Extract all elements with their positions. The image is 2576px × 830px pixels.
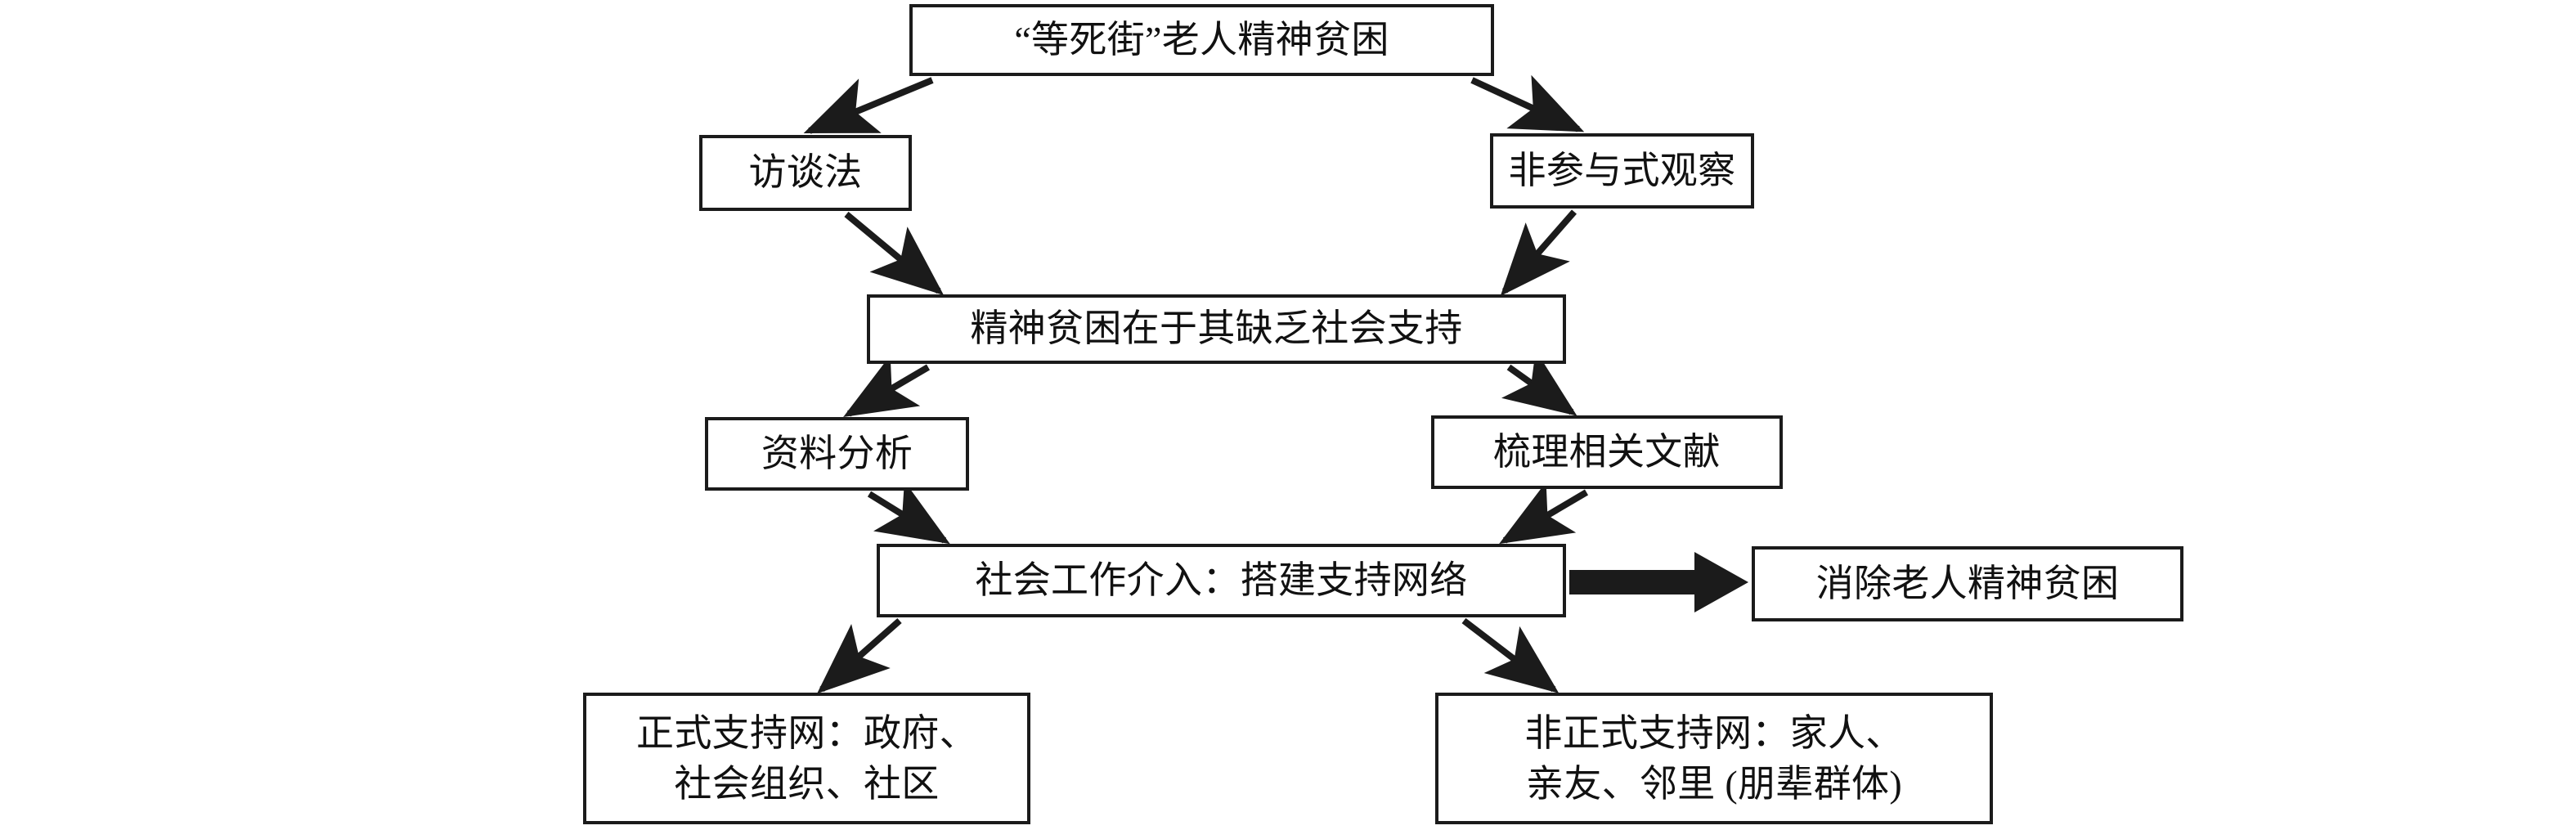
social-work-intervention-box-label: 社会工作介入：搭建支持网络	[975, 559, 1468, 601]
formal-support-network-box-label: 正式支持网：政府、 社会组织、社区	[636, 711, 977, 805]
outcome-box-label: 消除老人精神贫困	[1815, 562, 2120, 604]
data-analysis-box-label: 资料分析	[761, 432, 913, 474]
formal-support-network-box[interactable]: 正式支持网：政府、 社会组织、社区	[583, 693, 1030, 824]
edge-intervention-to-formal	[817, 618, 902, 694]
problem-box[interactable]: “等死街”老人精神贫困	[909, 4, 1494, 76]
edge-interview-to-finding	[844, 211, 945, 296]
edge-analysis-to-intervention	[867, 481, 950, 545]
edge-observation-to-finding	[1500, 209, 1577, 297]
outcome-box[interactable]: 消除老人精神贫困	[1752, 546, 2183, 621]
finding-box-label: 精神贫困在于其缺乏社会支持	[970, 307, 1463, 350]
edge-problem-to-interview	[803, 77, 934, 134]
edge-intervention-to-informal	[1461, 617, 1560, 693]
nonparticipant-observation-box[interactable]: 非参与式观察	[1490, 133, 1754, 209]
edge-finding-to-literature	[1501, 350, 1577, 416]
literature-review-box[interactable]: 梳理相关文献	[1431, 415, 1783, 489]
informal-support-network-box-label: 非正式支持网：家人、 亲友、邻里 (朋辈群体)	[1524, 711, 1904, 805]
finding-box[interactable]: 精神贫困在于其缺乏社会支持	[867, 294, 1566, 364]
problem-box-label: “等死街”老人精神贫困	[1014, 18, 1389, 61]
interview-method-box[interactable]: 访谈法	[699, 135, 912, 211]
edge-problem-to-observation	[1470, 74, 1585, 132]
literature-review-box-label: 梳理相关文献	[1493, 430, 1721, 473]
nonparticipant-observation-box-label: 非参与式观察	[1508, 149, 1736, 191]
edge-finding-to-analysis	[843, 355, 931, 418]
social-work-intervention-box[interactable]: 社会工作介入：搭建支持网络	[877, 544, 1566, 617]
data-analysis-box[interactable]: 资料分析	[705, 417, 969, 491]
informal-support-network-box[interactable]: 非正式支持网：家人、 亲友、邻里 (朋辈群体)	[1435, 693, 1993, 824]
edge-intervention-to-outcome	[1569, 552, 1748, 612]
interview-method-box-label: 访谈法	[748, 151, 863, 194]
edge-literature-to-intervention	[1499, 482, 1589, 545]
